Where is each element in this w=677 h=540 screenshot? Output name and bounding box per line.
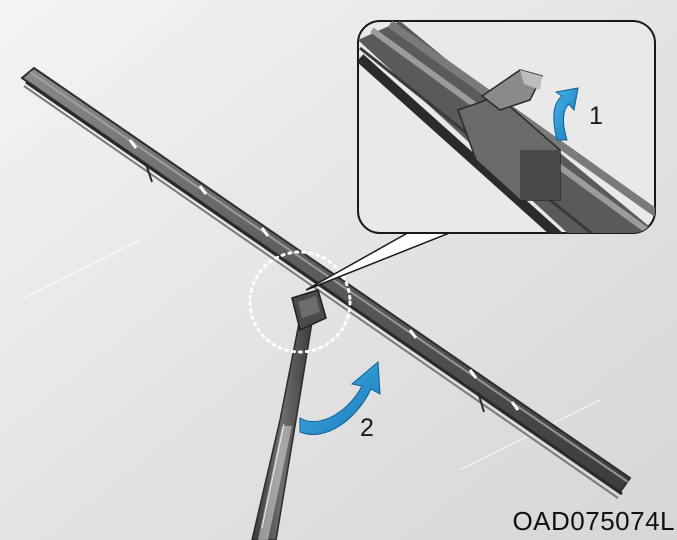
magnifier-circle [248, 250, 352, 354]
blade-connector-clip [291, 289, 327, 332]
step-1-label: 1 [589, 102, 603, 130]
rotate-arrow-icon [299, 360, 381, 435]
glass-glint-lines [19, 239, 601, 471]
step-2-label: 2 [360, 414, 374, 442]
detail-inset [357, 20, 656, 234]
curved-arrow-icon [553, 87, 579, 141]
blade-marks [128, 139, 520, 411]
figure-code: OAD075074L [512, 506, 675, 536]
